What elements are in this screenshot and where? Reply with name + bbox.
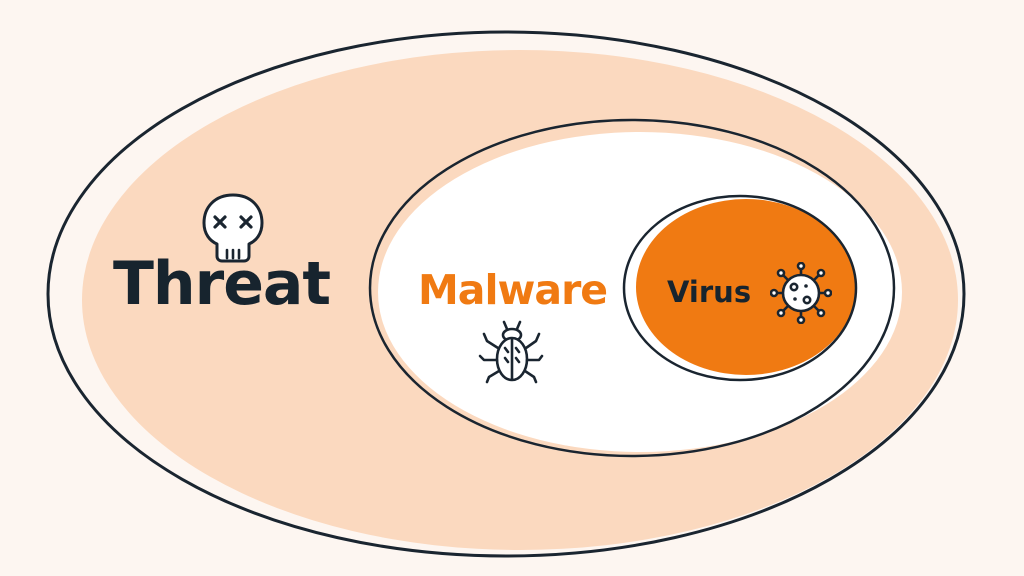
skull-icon <box>202 193 264 263</box>
threat-outline <box>46 30 966 558</box>
malware-label: Malware <box>418 266 608 314</box>
threat-label: Threat <box>113 249 331 319</box>
virus-fill <box>636 199 856 375</box>
virus-outline <box>622 194 858 382</box>
bug-icon <box>478 320 544 384</box>
virus-label: Virus <box>667 275 752 309</box>
germ-icon <box>770 262 832 324</box>
malware-outline <box>368 118 896 458</box>
